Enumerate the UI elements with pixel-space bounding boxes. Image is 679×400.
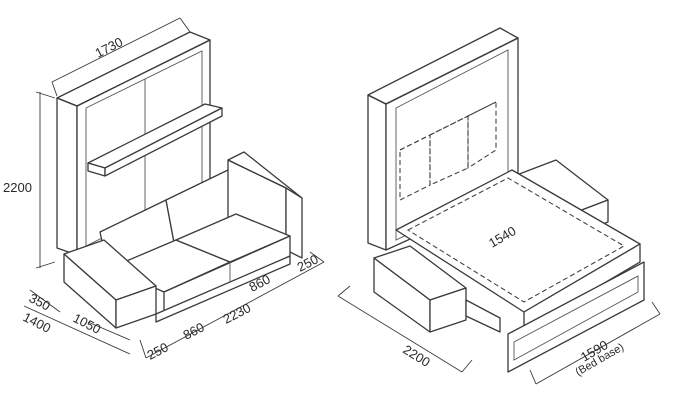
right-view-dimension-lines	[337, 285, 661, 385]
dim-depth-2200: 2200	[400, 342, 432, 370]
right-view-drawing	[367, 27, 645, 373]
dim-front-250-left: 250	[145, 339, 171, 362]
left-view-drawing	[56, 31, 303, 329]
left-view-dimension-lines	[23, 17, 325, 359]
dim-depth-1050: 1050	[71, 310, 104, 336]
dim-front-860-left: 860	[181, 319, 207, 342]
dim-width-1730: 1730	[93, 34, 126, 60]
dim-side-1400: 1400	[21, 309, 54, 335]
dim-front-2230: 2230	[221, 300, 254, 326]
dim-height-2200: 2200	[3, 180, 32, 195]
